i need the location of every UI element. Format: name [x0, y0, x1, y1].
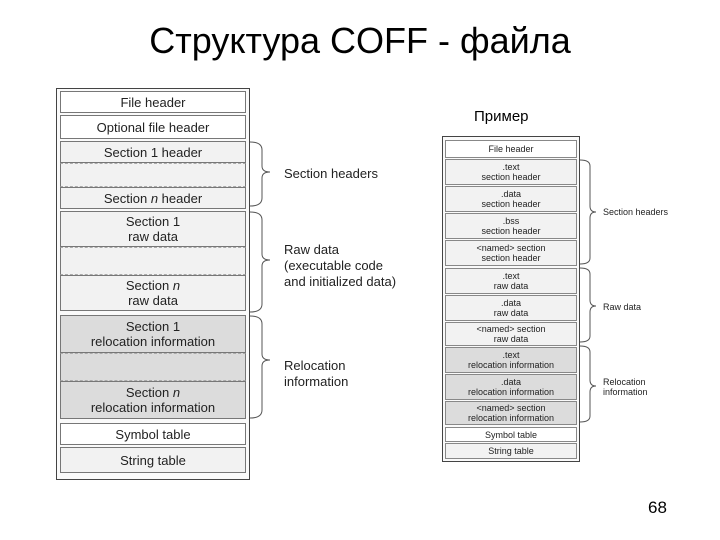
big-label-raw-data-line3: and initialized data) [284, 274, 397, 289]
coff-structure-table: File header Optional file header Section… [56, 88, 250, 480]
section1-raw-line2: raw data [128, 229, 178, 244]
symbol-table-text: Symbol table [115, 426, 191, 442]
sectionn-raw-line2: raw data [128, 293, 178, 308]
ex-named-hdr-1: <named> section [476, 243, 546, 253]
big-label-reloc-line1: Relocation [284, 358, 346, 373]
optional-header-cell: Optional file header [60, 115, 246, 139]
sectionn-header-n: n [150, 190, 159, 206]
sectionn-reloc-line1: Section n [126, 385, 180, 400]
ex-symbol-table-text: Symbol table [484, 429, 538, 440]
ex-data-raw-2: raw data [493, 308, 529, 318]
big-label-raw-data-line2: (executable code [284, 258, 384, 273]
ex-data-raw-cell: .data raw data [445, 295, 577, 321]
ex-text-raw-1: .text [502, 271, 520, 281]
optional-header-text: Optional file header [96, 119, 210, 135]
sectionn-header-post: header [158, 190, 203, 206]
sectionn-header-pre: Section [103, 190, 151, 206]
ex-file-header-text: File header [488, 144, 534, 154]
sectionn-reloc-pre: Section [125, 385, 173, 400]
example-structure-table: File header .text section header .data s… [442, 136, 580, 462]
file-header-text: File header [120, 94, 186, 110]
ex-text-hdr-2: section header [481, 172, 541, 182]
ex-text-header-cell: .text section header [445, 159, 577, 185]
section-headers-gap [60, 163, 246, 187]
ex-bss-hdr-2: section header [481, 226, 541, 236]
ex-named-raw-2: raw data [493, 334, 529, 344]
sectionn-raw-n: n [172, 278, 181, 293]
example-label: Пример [474, 108, 529, 125]
small-brace-raw-data [579, 267, 597, 343]
ex-data-hdr-1: .data [500, 189, 522, 199]
ex-data-hdr-2: section header [481, 199, 541, 209]
section1-reloc-line1: Section 1 [125, 319, 181, 334]
section1-reloc-line2: relocation information [90, 334, 216, 349]
ex-text-reloc-cell: .text relocation information [445, 347, 577, 373]
big-brace-section-headers [249, 141, 271, 207]
ex-named-raw-cell: <named> section raw data [445, 322, 577, 346]
big-label-relocation: Relocation information [284, 358, 348, 390]
big-label-reloc-line2: information [284, 374, 349, 389]
slide-title: Структура COFF - файла [149, 20, 571, 61]
section1-raw-cell: Section 1 raw data [60, 211, 246, 247]
small-label-reloc-line1: Relocation [603, 377, 646, 387]
ex-file-header-cell: File header [445, 140, 577, 158]
small-brace-section-headers [579, 159, 597, 265]
string-table-cell: String table [60, 447, 246, 473]
section1-reloc-cell: Section 1 relocation information [60, 315, 246, 353]
file-header-cell: File header [60, 91, 246, 113]
ex-named-hdr-2: section header [481, 253, 541, 263]
sectionn-raw-cell: Section n raw data [60, 275, 246, 311]
symbol-table-cell: Symbol table [60, 423, 246, 445]
sectionn-raw-line1: Section n [126, 278, 180, 293]
sectionn-reloc-line2: relocation information [90, 400, 216, 415]
raw-data-gap [60, 247, 246, 275]
section1-header-text: Section 1 header [103, 144, 203, 160]
string-table-text: String table [120, 452, 186, 468]
big-brace-raw-data [249, 211, 271, 313]
ex-bss-header-cell: .bss section header [445, 213, 577, 239]
big-brace-relocation [249, 315, 271, 419]
small-brace-relocation [579, 345, 597, 423]
sectionn-header-cell: Section n header [60, 187, 246, 209]
ex-bss-hdr-1: .bss [502, 216, 520, 226]
ex-data-rel-2: relocation information [467, 387, 555, 397]
ex-named-rel-2: relocation information [467, 413, 555, 423]
sectionn-reloc-n: n [172, 385, 181, 400]
ex-text-rel-1: .text [502, 350, 520, 360]
section1-raw-line1: Section 1 [125, 214, 181, 229]
ex-text-rel-2: relocation information [467, 360, 555, 370]
sectionn-raw-pre: Section [125, 278, 173, 293]
reloc-gap [60, 353, 246, 381]
ex-named-raw-1: <named> section [476, 324, 546, 334]
small-label-raw-data: Raw data [603, 302, 642, 312]
ex-data-reloc-cell: .data relocation information [445, 374, 577, 400]
ex-data-rel-1: .data [500, 377, 522, 387]
ex-text-hdr-1: .text [502, 162, 520, 172]
small-label-reloc-line2: information [603, 387, 648, 397]
ex-named-reloc-cell: <named> section relocation information [445, 401, 577, 425]
big-label-section-headers: Section headers [284, 166, 378, 181]
ex-data-header-cell: .data section header [445, 186, 577, 212]
small-label-section-headers: Section headers [603, 207, 669, 217]
section1-header-cell: Section 1 header [60, 141, 246, 163]
ex-data-raw-1: .data [500, 298, 522, 308]
ex-text-raw-cell: .text raw data [445, 268, 577, 294]
ex-symbol-table-cell: Symbol table [445, 427, 577, 442]
sectionn-reloc-cell: Section n relocation information [60, 381, 246, 419]
big-label-raw-data: Raw data (executable code and initialize… [284, 242, 396, 290]
big-label-raw-data-line1: Raw data [284, 242, 339, 257]
sectionn-header-text: Section n header [104, 191, 202, 206]
ex-string-table-text: String table [488, 446, 534, 456]
ex-text-raw-2: raw data [493, 281, 529, 291]
ex-named-rel-1: <named> section [476, 403, 546, 413]
ex-string-table-cell: String table [445, 443, 577, 459]
ex-named-header-cell: <named> section section header [445, 240, 577, 266]
page-number: 68 [648, 498, 667, 517]
small-label-relocation: Relocation information [603, 377, 648, 397]
